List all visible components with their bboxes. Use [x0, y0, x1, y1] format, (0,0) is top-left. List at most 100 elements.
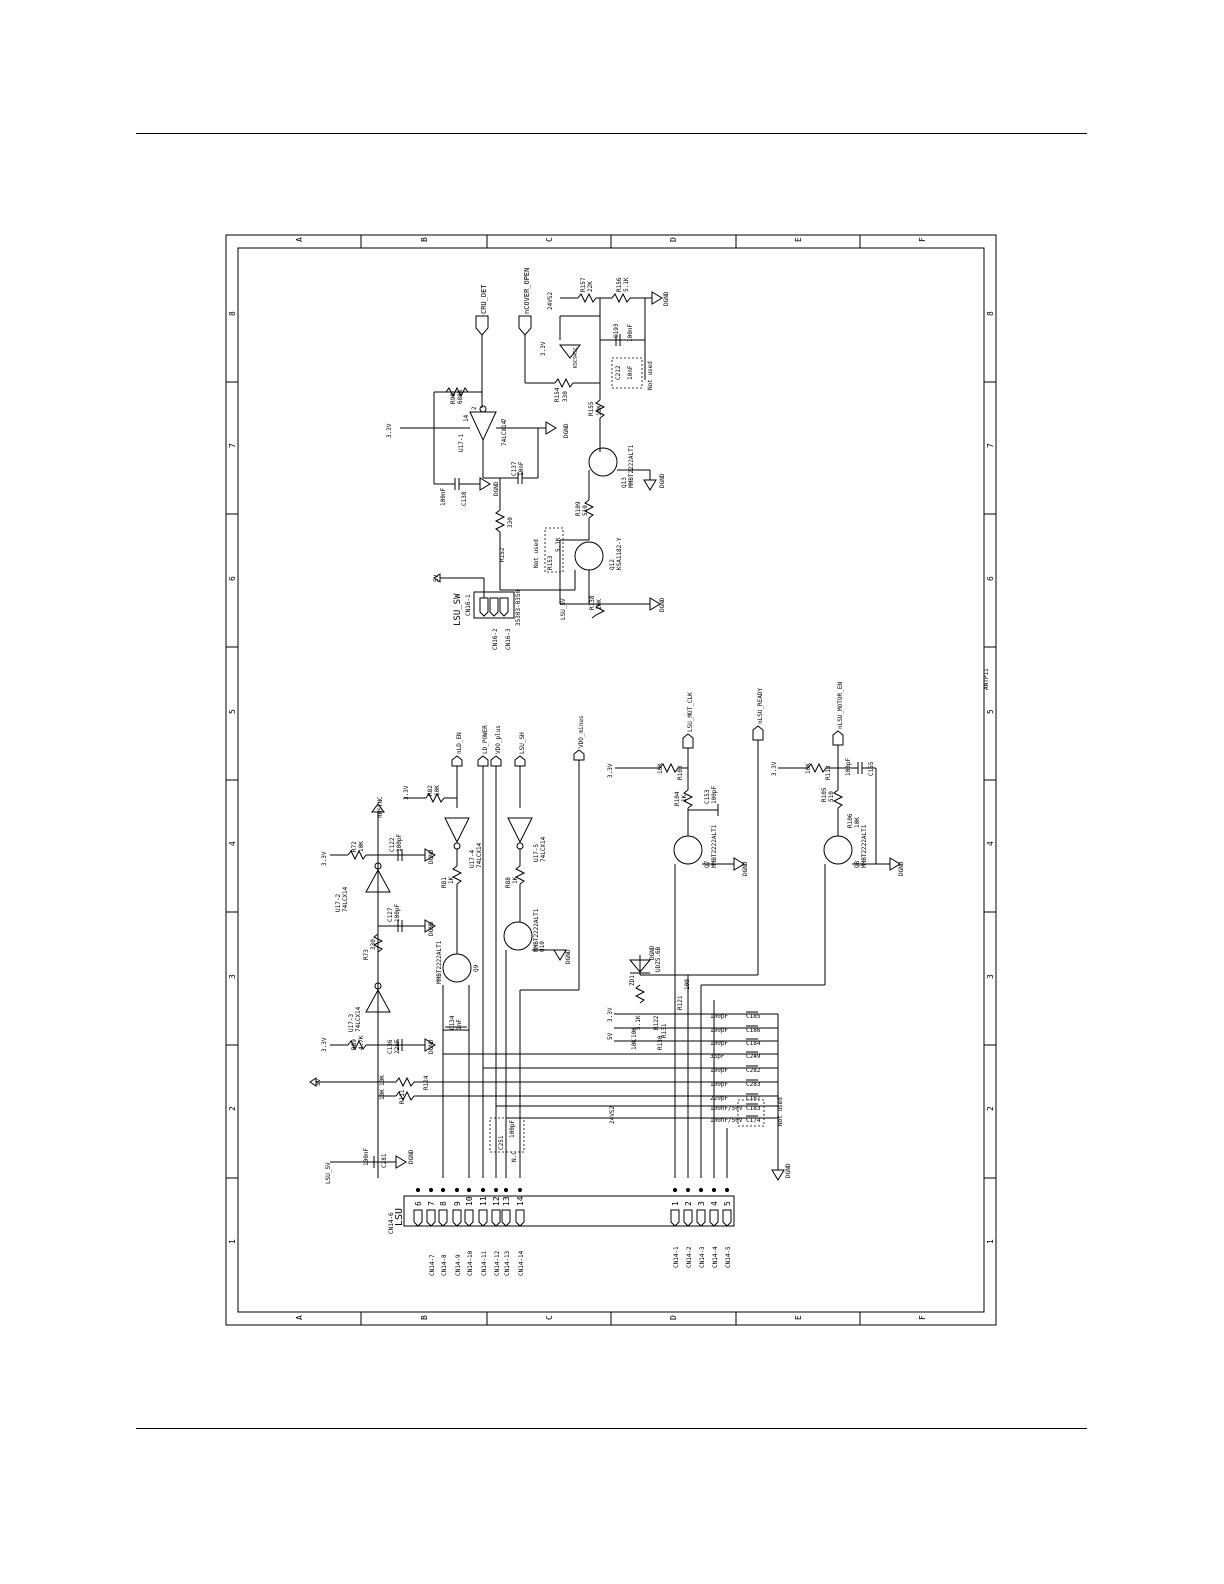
label-r105-val: 510: [828, 791, 835, 802]
label-c155: C155: [868, 761, 875, 776]
label-r111: R111: [399, 1089, 406, 1104]
label-r90: R90: [450, 393, 457, 404]
label-5v-cn16: 5V: [433, 574, 440, 582]
label-nc: N.C: [511, 1151, 518, 1162]
zone-col-bottom-A: A: [295, 1315, 304, 1320]
cn14-pin: [452, 1209, 462, 1227]
label-5v-r124: 5V: [315, 1078, 322, 1086]
cn14-pin-number: 11: [479, 1196, 488, 1206]
cn14-junction: [672, 1187, 678, 1193]
cn14-signal-name: CN14-9: [455, 1254, 462, 1276]
label-r72-val: 10K: [358, 841, 365, 852]
label-3v3-r118: 3.3V: [771, 761, 778, 776]
cap-bank-value: 33pF: [710, 1053, 725, 1060]
cn14-junction: [517, 1187, 523, 1193]
zone-col-top-A: A: [295, 237, 304, 242]
label-r156-val: 5.1K: [623, 277, 630, 292]
label-c134-val: 1nF: [456, 1019, 463, 1030]
zone-col-top-B: B: [420, 237, 429, 242]
label-c138: C138: [461, 491, 468, 506]
cap-bank-value: 220pF: [710, 1095, 728, 1102]
label-dgnd-r138: DGND: [659, 597, 666, 612]
cn14-pin: [478, 1209, 488, 1227]
label-not-used-r153: Not used: [533, 539, 540, 568]
label-c251: C251: [498, 1135, 505, 1150]
zone-row-right-3: 3: [986, 974, 995, 979]
label-r131: R131: [661, 1023, 668, 1038]
label-r122: R122: [653, 1015, 660, 1030]
zone-col-bottom-F: F: [918, 1315, 927, 1320]
label-r104-val: 1K: [681, 794, 688, 802]
label-r109: R109: [575, 501, 582, 516]
label-nhsync: nHSYNC: [377, 796, 384, 818]
label-c127-val: 100pF: [394, 904, 401, 922]
label-q7-type: MMBT2222ALT1: [711, 824, 718, 868]
label-u17-2-type: 74LCX14: [342, 886, 349, 912]
label-r81: R81: [441, 877, 448, 888]
cn14-pin: [515, 1209, 525, 1227]
label-c155-val: 100pF: [845, 758, 852, 776]
zone-col-bottom-D: D: [669, 1315, 678, 1320]
label-ld-power: LD_POWER: [482, 725, 489, 754]
zone-row-right-4: 4: [986, 841, 995, 846]
cn14-signal-name: CN14-7: [429, 1254, 436, 1276]
cn14-signal-name: CN14-3: [699, 1246, 706, 1268]
zone-row-right-5: 5: [986, 709, 995, 714]
label-c127: C127: [387, 907, 394, 922]
cn14-pin-number: 14: [516, 1196, 525, 1206]
label-r89-val: 4.7K: [358, 1035, 365, 1050]
label-vdo-plus: VDO_plus: [495, 725, 502, 754]
label-dgnd-zd: DGND: [649, 945, 656, 960]
label-pin14: 14: [463, 414, 470, 422]
label-r104: R104: [674, 791, 681, 806]
label-cn16-3: CN16-3: [505, 628, 512, 650]
label-r82: R82: [427, 785, 434, 796]
cn14-pin: [438, 1209, 448, 1227]
label-q13: Q13: [621, 477, 628, 488]
label-vdo-minus: VDO_minus: [578, 715, 585, 748]
label-3v3-r89: 3.3V: [321, 1037, 328, 1052]
label-r153-val: 5.1K: [555, 537, 562, 552]
label-q12: Q12: [609, 559, 616, 570]
cn14-pin: [491, 1209, 501, 1227]
cn14-junction: [440, 1187, 446, 1193]
cn14-junction: [724, 1187, 730, 1193]
label-r152-val: 330: [507, 517, 514, 528]
zone-col-top-F: F: [918, 237, 927, 242]
label-3v3-r122: 3.3V: [607, 1007, 614, 1022]
cn14-junction: [503, 1187, 509, 1193]
label-lsu-sh: LSU_SH: [519, 732, 526, 754]
label-r118-val: 10K: [805, 763, 812, 774]
upper-circuit-labels: CRU_DET nCOVER_OPEN 24VS2 R157 22K R156 …: [386, 268, 990, 690]
label-not-used-bot: Not used: [777, 1097, 784, 1126]
label-c251-val: 100pF: [509, 1120, 516, 1138]
label-u17-3: U17-3: [348, 1014, 355, 1032]
cn14-signal-name: CN14-5: [725, 1246, 732, 1268]
label-q12-type: KSA1182-Y: [616, 537, 623, 570]
zone-col-top-C: C: [545, 237, 554, 242]
label-cn16-part: 35303-0350: [515, 589, 522, 626]
zone-row-right-7: 7: [986, 443, 995, 448]
cn14-connector-labels: CN14-6 LSU: [388, 1208, 405, 1234]
cn14-pin-number: 5: [723, 1201, 732, 1206]
cn14-pin-number: 7: [427, 1201, 436, 1206]
zone-row-left-5: 5: [228, 709, 237, 714]
label-r103: R103: [677, 765, 684, 780]
label-c281: C281: [381, 1153, 388, 1168]
schematic-frame: [225, 234, 997, 1326]
cn14-signal-name: CN14-12: [494, 1250, 501, 1276]
cn14-pin-number: 10: [465, 1196, 474, 1206]
zone-row-left-8: 8: [228, 311, 237, 316]
label-q10-type: MMBT2222ALT1: [533, 908, 540, 952]
label-dgnd-c127: DGND: [428, 921, 435, 936]
label-lsu-mot-clk: LSU_MOT_CLK: [687, 692, 694, 732]
cn14-signal-name: CN14-1: [673, 1246, 680, 1268]
label-dgnd-q10: DGND: [565, 949, 572, 964]
label-cn16-2: CN16-2: [492, 628, 499, 650]
label-r130-val: 10K: [631, 1039, 638, 1050]
label-24vs2-bot: 24VS2: [609, 1106, 616, 1124]
label-zd: ZD1: [629, 975, 636, 986]
cn14-pin-number: 4: [710, 1201, 719, 1206]
label-u17-2: U17-2: [335, 894, 342, 912]
